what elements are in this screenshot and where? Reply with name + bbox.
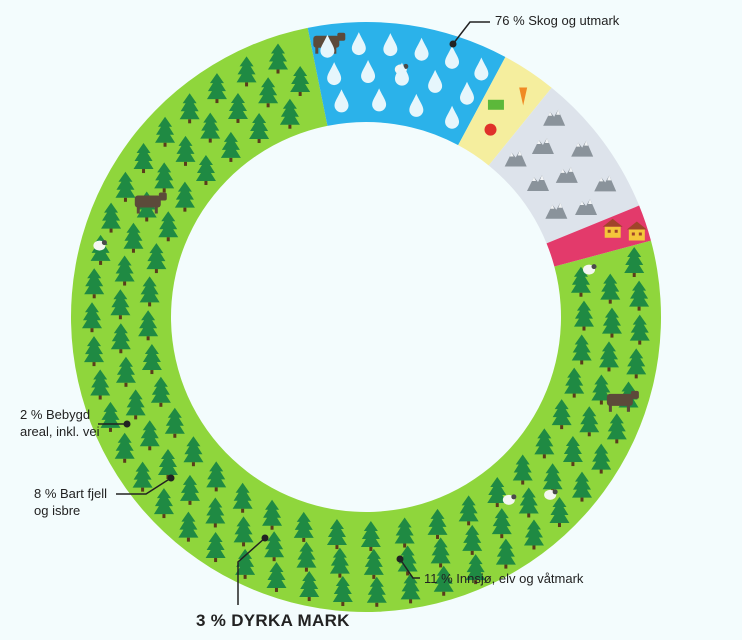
slice-3: [458, 57, 552, 166]
leader-line: [452, 21, 490, 45]
leader-dot: [396, 555, 404, 563]
label-fjell: 8 % Bart fjell og isbre: [34, 485, 107, 519]
leader-line: [237, 537, 266, 605]
label-bebygd-line2: areal, inkl. vei: [20, 424, 100, 439]
leader-line: [399, 558, 420, 579]
leader-dot: [449, 40, 457, 48]
label-bebygd-line1: 2 % Bebygd: [20, 407, 91, 422]
label-fjell-line1: 8 % Bart fjell: [34, 486, 107, 501]
label-fjell-line2: og isbre: [34, 503, 81, 518]
leader-line: [116, 477, 172, 495]
leader-dot: [123, 420, 131, 428]
apple-icon: [484, 123, 497, 136]
crop-icon: [487, 99, 504, 110]
label-bebygd: 2 % Bebygd areal, inkl. vei: [20, 406, 99, 440]
label-innsjo: 11 % Innsjø, elv og våtmark: [424, 571, 584, 586]
leader-dot: [261, 534, 269, 542]
label-skog: 76 % Skog og utmark: [495, 13, 620, 28]
label-dyrka: 3 % DYRKA MARK: [196, 611, 350, 630]
leader-dot: [167, 474, 175, 482]
slice-4: [488, 87, 640, 244]
carrot-icon: [519, 87, 528, 106]
slice-5: [546, 205, 651, 267]
